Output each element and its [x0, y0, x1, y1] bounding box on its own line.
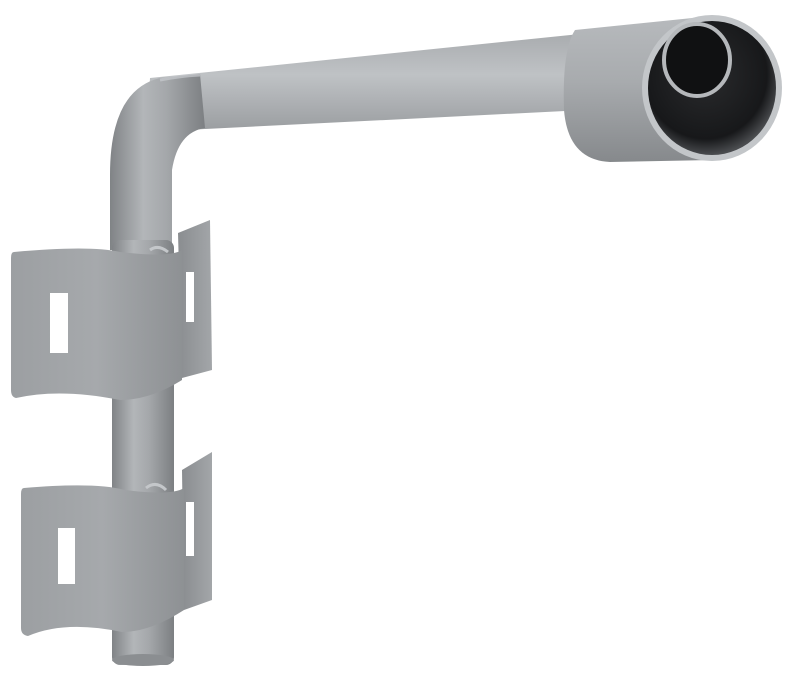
post-bottom-end — [112, 654, 174, 666]
lower-clamp — [21, 452, 212, 636]
inner-tube — [662, 22, 732, 98]
upper-clamp-slot — [50, 293, 68, 353]
socket-sleeve — [563, 15, 782, 162]
upper-clamp — [11, 220, 212, 400]
lower-clamp-slot — [58, 528, 75, 584]
arm-tube — [110, 34, 585, 250]
